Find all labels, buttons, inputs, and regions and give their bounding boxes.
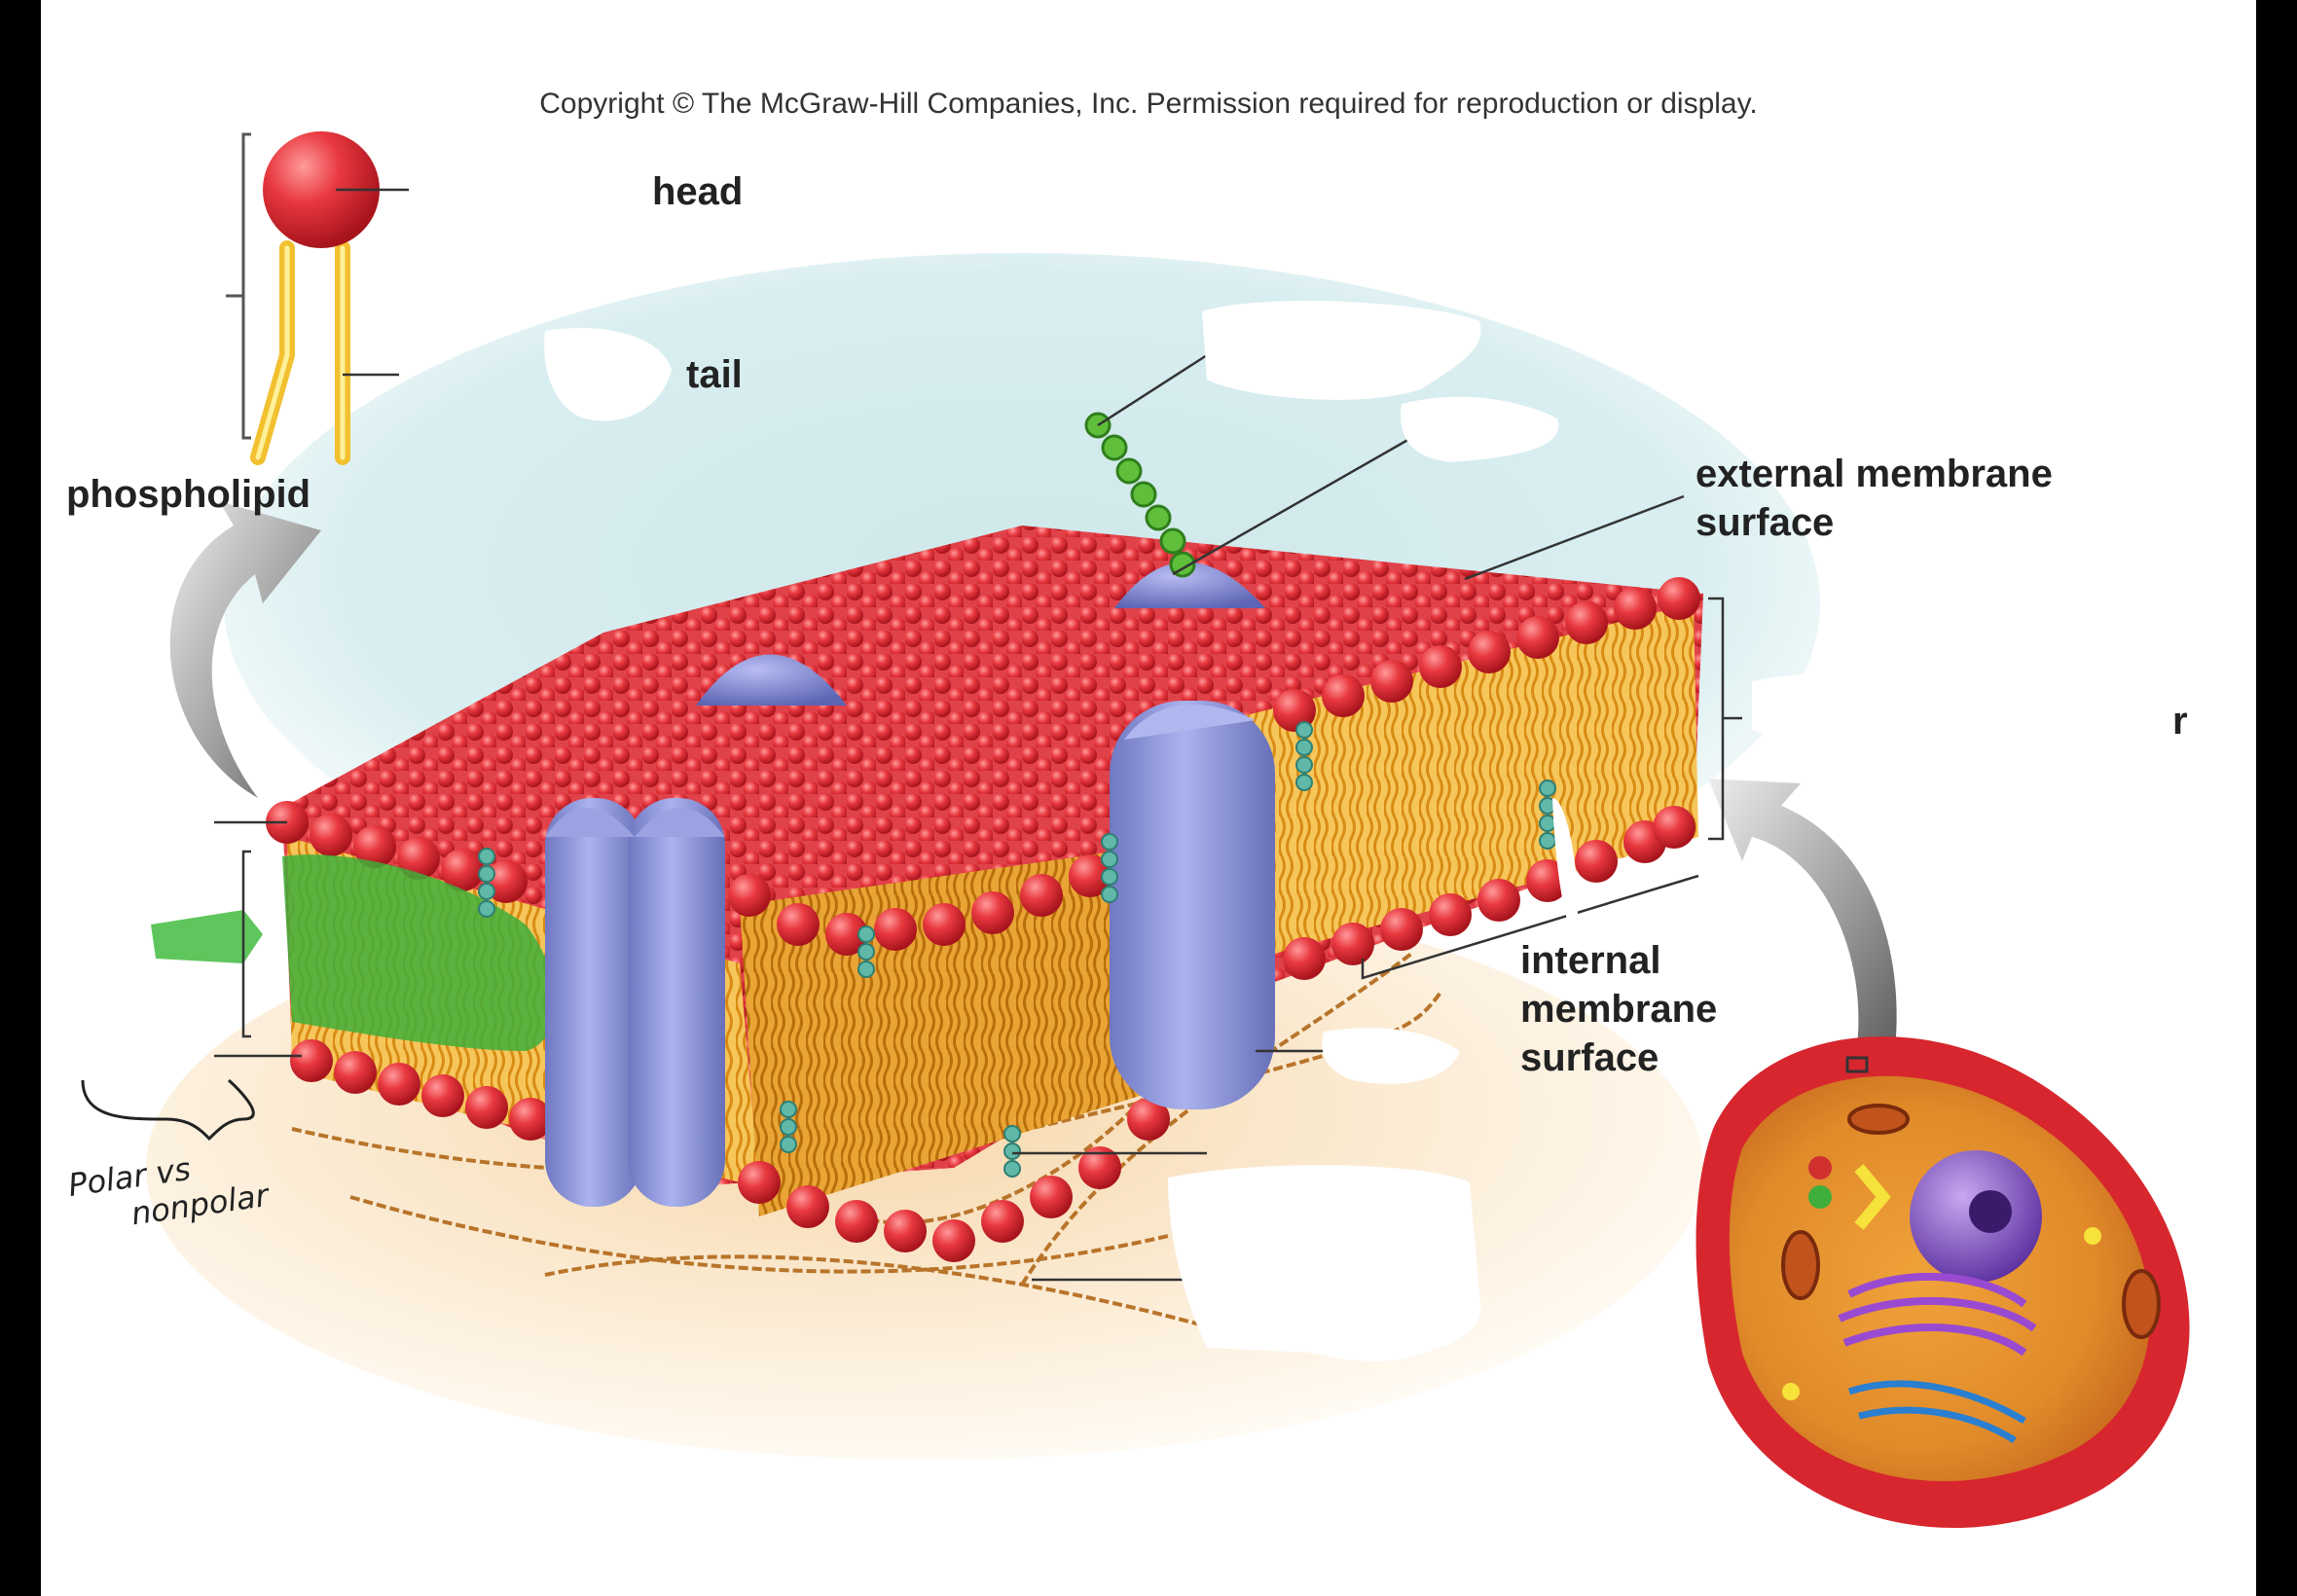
cholesterol-molecules	[478, 721, 1556, 1178]
whiteout-patches	[423, 164, 2163, 1362]
label-external-line-1: external membrane	[1695, 453, 2053, 495]
label-phospholipid: phospholipid	[66, 473, 311, 516]
label-layer-fragment: r	[2172, 700, 2188, 743]
hydrophobic-highlight-tab	[151, 910, 263, 963]
left-letterbox	[0, 0, 41, 1596]
label-tail: tail	[686, 353, 743, 396]
inner-leaflet-heads	[290, 806, 1695, 1262]
label-external-line-2: surface	[1695, 501, 1835, 544]
label-internal-line-2: membrane	[1520, 988, 1718, 1031]
cell-icon	[1695, 1036, 2190, 1528]
handwritten-brace	[81, 1078, 255, 1142]
label-internal-membrane-surface: internal membrane surface	[1520, 936, 1717, 1082]
right-letterbox	[2256, 0, 2297, 1596]
curved-arrow-right	[1708, 779, 1897, 1066]
bilayer-right-face	[1148, 603, 1698, 983]
phospholipid-icon	[226, 131, 380, 465]
outer-leaflet-edge-heads	[266, 577, 1700, 956]
channel-protein	[545, 798, 725, 1207]
curved-arrow-left	[169, 501, 321, 798]
leader-lines	[214, 188, 1742, 1282]
label-internal-line-3: surface	[1520, 1036, 1659, 1079]
carbohydrate-chain	[1084, 412, 1196, 578]
peripheral-protein-left	[696, 654, 847, 706]
glycoprotein-dome	[1114, 562, 1265, 608]
label-internal-line-1: internal	[1520, 939, 1661, 982]
copyright-notice: Copyright © The McGraw-Hill Companies, I…	[539, 88, 1758, 120]
label-external-membrane-surface: external membrane surface	[1695, 450, 2053, 547]
label-head: head	[652, 170, 744, 213]
integral-protein	[1110, 701, 1275, 1109]
